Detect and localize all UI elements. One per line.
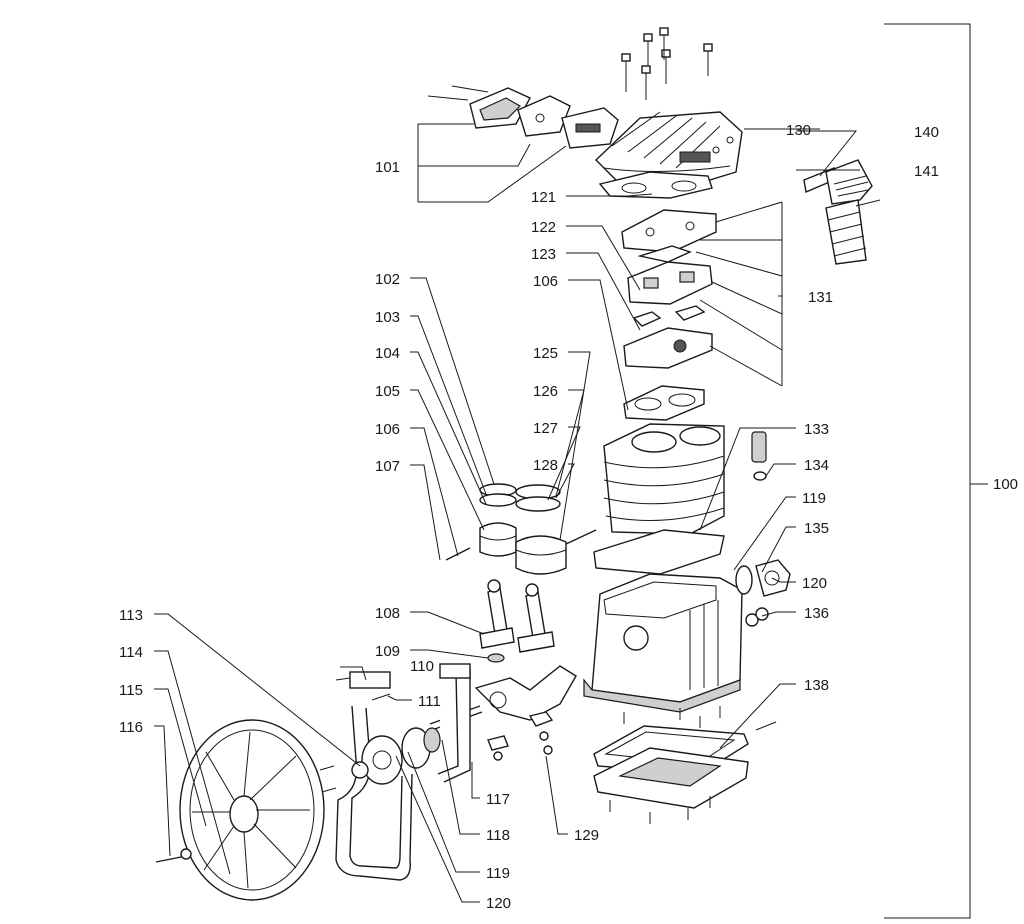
- callout-140: 140: [914, 124, 939, 141]
- callout-102: 102: [375, 271, 400, 288]
- callout-109: 109: [375, 643, 400, 660]
- part-bearing-cover-right: [735, 559, 791, 627]
- callout-116: 116: [119, 719, 143, 736]
- part-bearing-cover-left: [351, 727, 441, 785]
- callout-103: 103: [375, 309, 400, 326]
- part-cylinder-head: [594, 111, 743, 187]
- callout-113: 113: [119, 607, 143, 624]
- part-cylinder-gasket: [623, 385, 705, 421]
- callout-118: 118: [486, 827, 510, 844]
- callout-129: 129: [574, 827, 599, 844]
- callout-119-right: 119: [802, 490, 826, 507]
- part-valve-plate-stack: [621, 209, 717, 369]
- callout-133: 133: [804, 421, 829, 438]
- callout-119-bottom: 119: [486, 865, 510, 882]
- callout-130: 130: [786, 122, 811, 139]
- part-crankcase: [583, 573, 743, 713]
- callout-121: 121: [531, 189, 556, 206]
- callout-135: 135: [804, 520, 829, 537]
- callout-labels: 100 101 102 103 104 105 106 107 108 109 …: [119, 122, 1018, 912]
- callout-101: 101: [375, 159, 400, 176]
- callout-136: 136: [804, 605, 829, 622]
- callout-106-left: 106: [375, 421, 400, 438]
- callout-123: 123: [531, 246, 556, 263]
- callout-105: 105: [375, 383, 400, 400]
- callout-141: 141: [914, 163, 939, 180]
- callout-120-bottom: 120: [486, 895, 511, 912]
- part-pistons: [445, 483, 597, 575]
- callout-108: 108: [375, 605, 400, 622]
- callout-125: 125: [533, 345, 558, 362]
- callout-117: 117: [486, 791, 510, 808]
- part-valve-cover-group: [427, 85, 619, 149]
- callout-115: 115: [119, 682, 143, 699]
- callout-126: 126: [533, 383, 558, 400]
- callout-110: 110: [410, 658, 434, 675]
- leader-lines: [154, 123, 860, 903]
- part-wheel-guard: [319, 663, 471, 881]
- part-connecting-rods: [479, 579, 555, 663]
- part-breather: [751, 431, 767, 481]
- callout-120-right: 120: [802, 575, 827, 592]
- callout-138: 138: [804, 677, 829, 694]
- part-flywheel: [155, 719, 325, 901]
- part-bolts-top: [621, 27, 713, 100]
- callout-114: 114: [119, 644, 143, 661]
- part-small-hardware: [487, 706, 777, 824]
- callout-100: 100: [993, 476, 1018, 493]
- part-base-gasket: [593, 529, 725, 575]
- callout-127: 127: [533, 420, 558, 437]
- callout-122: 122: [531, 219, 556, 236]
- callout-107: 107: [375, 458, 400, 475]
- callout-128: 128: [533, 457, 558, 474]
- callout-111: 111: [418, 693, 441, 710]
- callout-131: 131: [808, 289, 833, 306]
- part-cylinder-block: [603, 423, 725, 535]
- callout-106-right: 106: [533, 273, 558, 290]
- callout-104: 104: [375, 345, 400, 362]
- assembly-bracket: [884, 23, 988, 919]
- part-bottom-cover: [593, 725, 749, 809]
- callout-134: 134: [804, 457, 829, 474]
- part-intake-filter: [803, 159, 881, 265]
